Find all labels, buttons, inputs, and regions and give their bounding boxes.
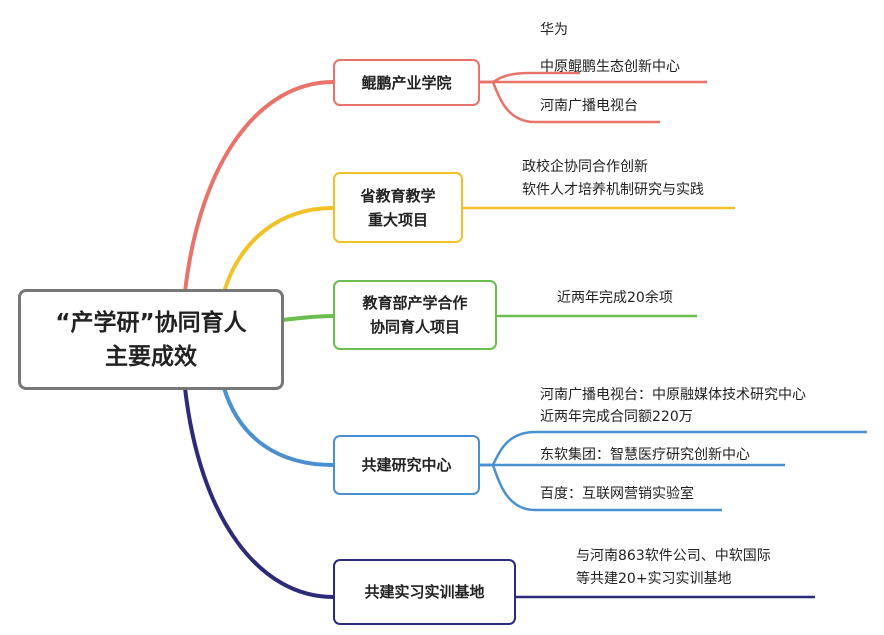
leaf-neusoft[interactable]: 东软集团：智慧医疗研究创新中心 xyxy=(540,447,750,463)
leaf-kunpeng-center[interactable]: 中原鲲鹏生态创新中心 xyxy=(540,59,680,75)
node-training-base[interactable]: 共建实习实训基地 xyxy=(333,559,516,625)
root-title-line2: 主要成效 xyxy=(105,343,197,370)
leaf-line xyxy=(480,80,660,124)
node-label: 重大项目 xyxy=(367,210,428,229)
node-label: 共建研究中心 xyxy=(361,456,452,474)
leaf-partners[interactable]: 与河南863软件公司、中软国际 xyxy=(576,548,771,564)
leaf-bases[interactable]: 等共建20+实习实训基地 xyxy=(576,571,732,587)
node-label: 鲲鹏产业学院 xyxy=(361,73,452,92)
leaf-line xyxy=(480,463,722,512)
root-title-line1: “产学研”协同育人 xyxy=(55,309,247,336)
leaf-huawei[interactable]: 华为 xyxy=(540,22,568,38)
leaf-talent-research[interactable]: 软件人才培养机制研究与实践 xyxy=(522,182,704,198)
node-label: 共建实习实训基地 xyxy=(364,583,485,601)
branch-line-2 xyxy=(222,206,334,293)
node-label: 协同育人项目 xyxy=(369,318,460,336)
branch-line-5 xyxy=(183,387,334,599)
leaf-contract-amount[interactable]: 近两年完成合同额220万 xyxy=(540,409,693,425)
leaf-media-center[interactable]: 河南广播电视台：中原融媒体技术研究中心 xyxy=(540,387,806,403)
branch-line-3 xyxy=(281,314,334,322)
leaf-baidu[interactable]: 百度：互联网营销实验室 xyxy=(540,486,694,502)
leaf-20-projects[interactable]: 近两年完成20余项 xyxy=(557,290,673,306)
root-node[interactable]: “产学研”协同育人 主要成效 xyxy=(18,289,284,390)
branch-line-1 xyxy=(183,80,334,293)
branch-line-4 xyxy=(222,387,334,467)
node-research-center[interactable]: 共建研究中心 xyxy=(333,435,480,495)
leaf-collaboration[interactable]: 政校企协同合作创新 xyxy=(522,159,648,175)
node-kunpeng-academy[interactable]: 鲲鹏产业学院 xyxy=(333,59,480,106)
leaf-henan-tv[interactable]: 河南广播电视台 xyxy=(540,98,638,114)
node-ministry-project[interactable]: 教育部产学合作 协同育人项目 xyxy=(333,280,497,350)
node-label: 省教育教学 xyxy=(360,186,436,205)
node-label: 教育部产学合作 xyxy=(362,294,468,312)
node-provincial-project[interactable]: 省教育教学 重大项目 xyxy=(333,172,463,243)
